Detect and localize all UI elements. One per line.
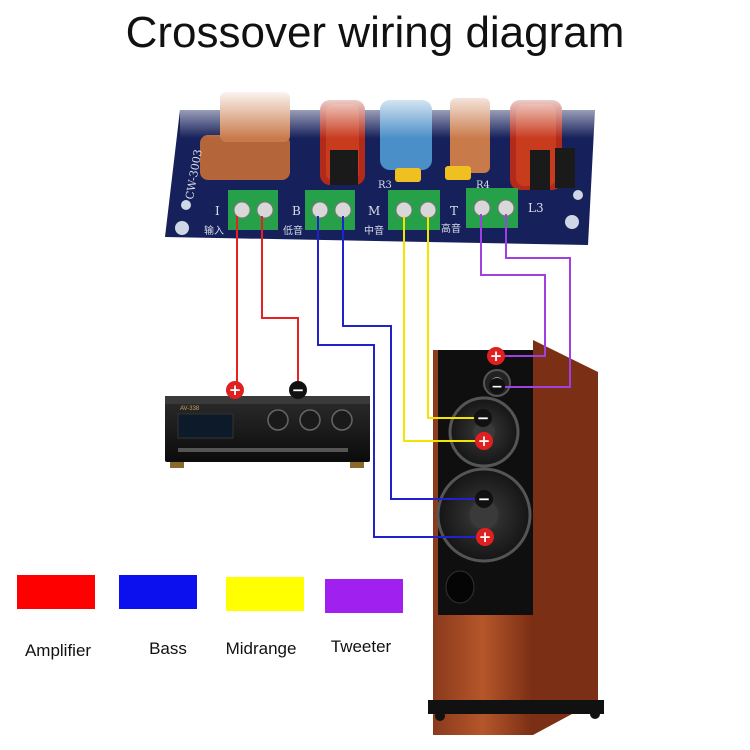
amp-plus-sign: + [229,381,242,399]
amp-plus-badge: + [226,381,244,399]
amplifier-unit: AV-338 [165,396,370,468]
midrange-positive-wire [403,216,484,442]
legend-swatch-midrange [226,577,304,611]
terminal-cn-bass: 低音 [283,224,303,237]
legend-label-midrange: Midrange [225,639,297,658]
midrange-plus-sign: + [478,432,491,450]
terminal-cn-input: 输入 [204,224,224,237]
midrange-plus-badge: + [475,432,493,450]
amp-knob-2 [299,409,321,431]
tweeter-negative-wire [505,214,571,388]
legend-swatch-bass [119,575,197,609]
tweeter-plus-badge: + [487,347,505,365]
terminal-midrange [388,190,440,230]
bass-minus-badge: − [475,490,493,508]
bass-plus-sign: + [479,528,492,546]
bass-minus-sign: − [478,490,491,508]
component-label-r4: R4 [476,180,490,191]
terminal-bass [305,190,355,230]
amp-minus-badge: − [289,381,307,399]
terminal-label-l3: L3 [528,201,544,215]
midrange-negative-wire [427,216,484,419]
legend-swatch-amplifier [17,575,95,609]
wires-tweeter [480,214,571,388]
legend-label-tweeter: Tweeter [330,637,392,656]
terminal-label-input: I [215,204,220,218]
legend-swatch-tweeter [325,579,403,613]
terminal-label-bass: B [292,204,301,218]
terminal-input [228,190,278,230]
terminal-cn-midrange: 中音 [364,224,384,237]
terminal-cn-tweeter: 高音 [441,222,461,235]
wires-midrange [403,216,484,442]
crossover-board: CW-3003 I B M T L3 输入 低音 中音 高音 R3 R4 [165,88,595,245]
amp-minus-sign: − [292,381,305,399]
amplifier-model-label: AV-338 [180,406,200,412]
page-title: Crossover wiring diagram [125,8,625,57]
amp-knob-3 [331,409,353,431]
wires-bass [317,216,484,538]
wires-amplifier [236,216,299,388]
tweeter-plus-sign: + [490,347,503,365]
terminal-label-tweeter: T [450,204,458,218]
tweeter-positive-wire [480,214,546,357]
midrange-minus-sign: − [477,409,490,427]
bass-positive-wire [317,216,484,538]
legend-label-bass: Bass [149,639,187,658]
component-label-r3: R3 [378,180,392,191]
terminal-tweeter [466,188,518,228]
terminal-label-midrange: M [368,204,380,218]
floor-speaker [428,340,604,735]
amp-knob-1 [267,409,289,431]
tweeter-minus-sign: − [491,379,503,395]
legend-label-amplifier: Amplifier [24,641,92,660]
amplifier-negative-wire [261,216,299,388]
tweeter-minus-badge: − [489,378,505,395]
midrange-minus-badge: − [474,409,492,427]
bass-negative-wire [342,216,484,500]
bass-port [445,570,475,604]
bass-plus-badge: + [476,528,494,546]
